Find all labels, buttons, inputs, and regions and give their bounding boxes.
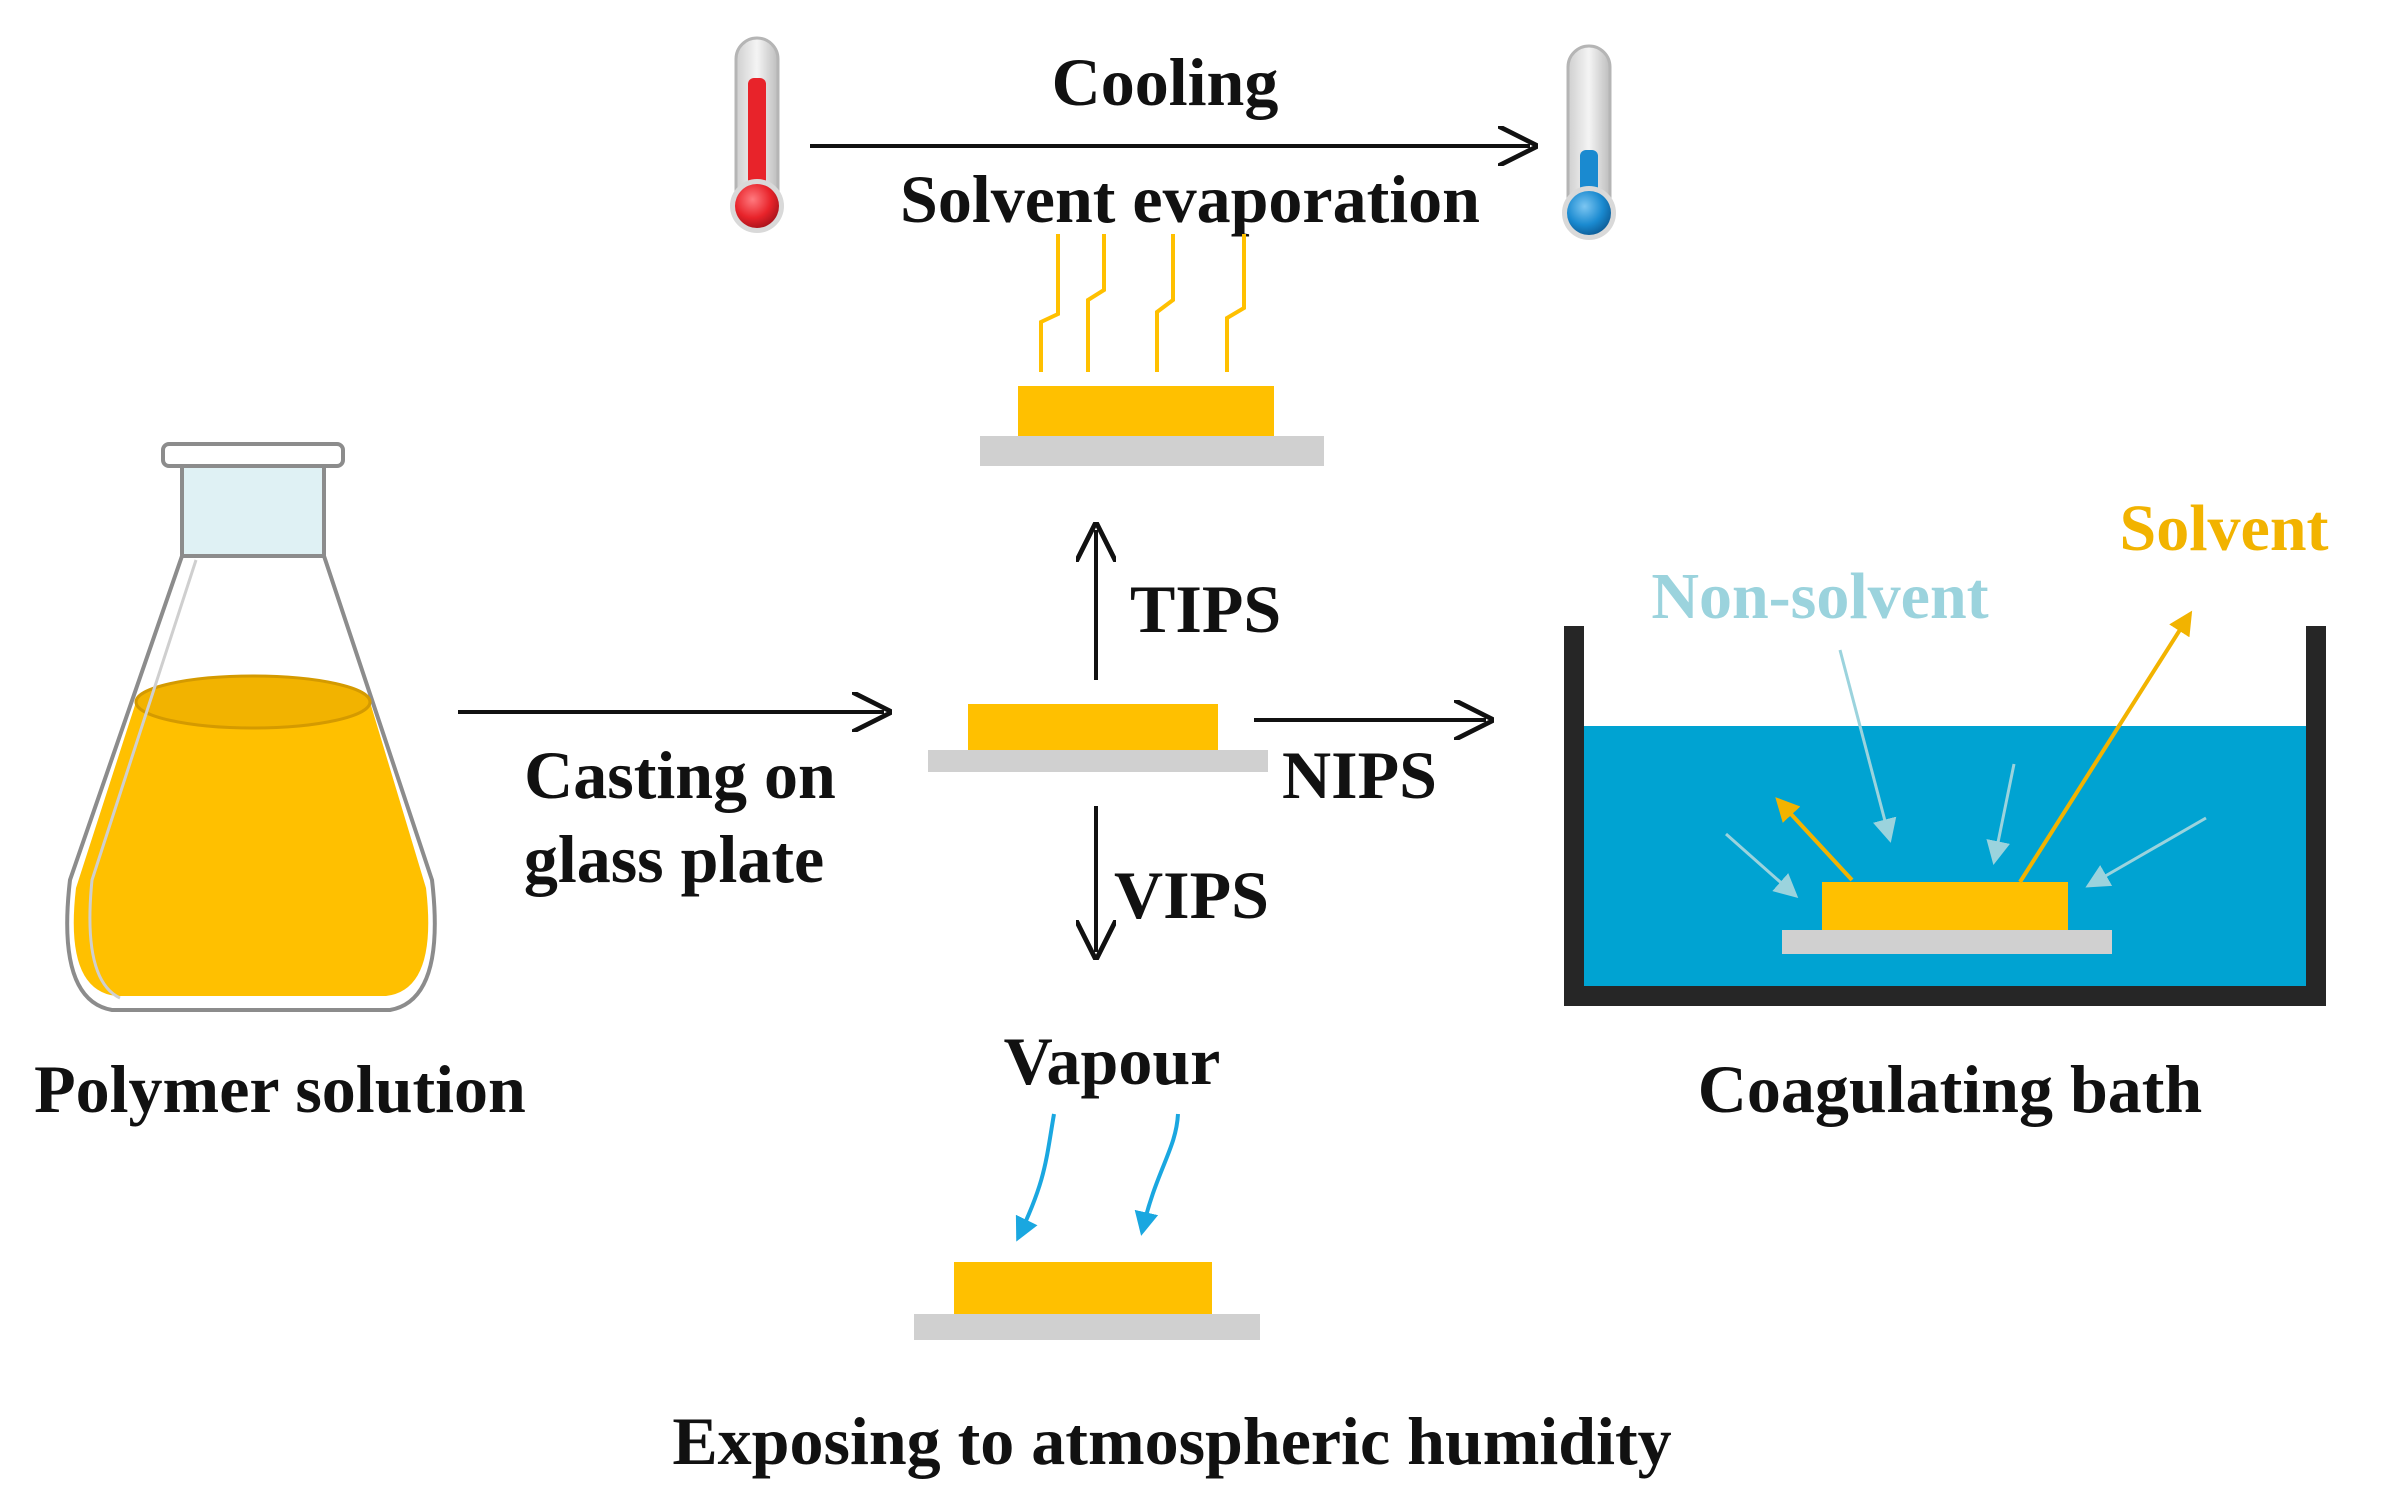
casting-label-line2: glass plate	[524, 821, 824, 897]
coagulating-bath-icon	[1564, 626, 2326, 1006]
erlenmeyer-flask-icon	[65, 442, 437, 1012]
cast-membrane	[928, 704, 1268, 772]
non-solvent-label: Non-solvent	[1651, 560, 1988, 633]
nips-label: NIPS	[1282, 737, 1437, 813]
vips-membrane	[914, 1262, 1260, 1340]
evaporation-lines	[1039, 234, 1246, 372]
solvent-arrows	[1775, 610, 2193, 884]
thermometer-cold-icon	[1562, 44, 1616, 240]
cooling-label: Cooling	[1052, 44, 1279, 120]
tips-label: TIPS	[1130, 571, 1281, 647]
non-solvent-arrows	[1725, 649, 2207, 898]
polymer-solution-caption: Polymer solution	[34, 1051, 526, 1127]
tips-membrane	[980, 386, 1324, 466]
thermometer-hot-icon	[730, 36, 784, 233]
solvent-label: Solvent	[2119, 492, 2328, 565]
solvent-evaporation-label: Solvent evaporation	[900, 161, 1480, 237]
vapour-arrows	[1015, 1113, 1180, 1242]
coagulating-bath-caption: Coagulating bath	[1698, 1051, 2202, 1127]
casting-label-line1: Casting on	[524, 737, 836, 813]
vapour-label: Vapour	[1004, 1023, 1221, 1099]
humidity-caption: Exposing to atmospheric humidity	[672, 1403, 1671, 1479]
vips-label: VIPS	[1114, 857, 1269, 933]
